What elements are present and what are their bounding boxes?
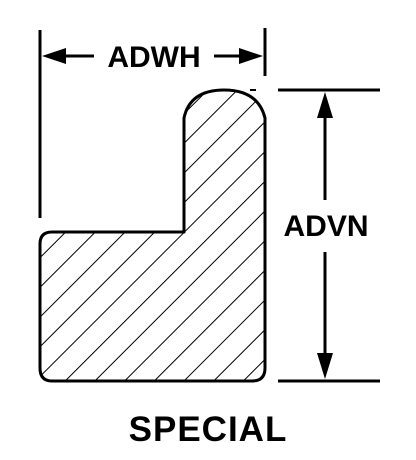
height-dimension-label: ADVN [283, 210, 368, 243]
height-arrow-bottom [317, 353, 333, 379]
height-dimension: ADVN [278, 88, 380, 383]
width-arrow-right [239, 48, 263, 64]
cross-section-shape [38, 88, 267, 383]
profile-caption: SPECIAL [129, 410, 288, 449]
width-dimension-label: ADWH [107, 41, 200, 74]
height-arrow-top [317, 92, 333, 118]
width-arrow-left [42, 48, 66, 64]
cross-section-hatching [40, 90, 265, 381]
width-dimension: ADWH [38, 28, 267, 218]
cross-section-outline [38, 88, 267, 383]
